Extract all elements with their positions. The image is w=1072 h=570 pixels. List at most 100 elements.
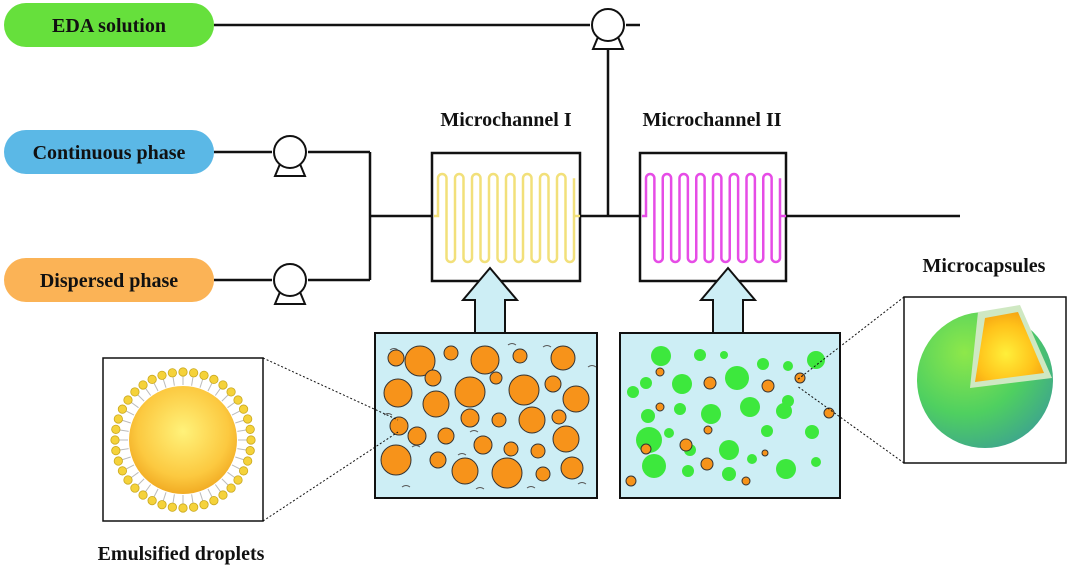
microcapsule	[719, 440, 739, 460]
surfactant-head	[123, 395, 133, 405]
surfactant-head	[130, 483, 140, 493]
droplet	[552, 425, 580, 453]
microcapsule	[720, 351, 728, 359]
microchannel-1-title: Microchannel I	[440, 109, 572, 131]
surfactant-head	[167, 368, 177, 378]
droplet	[424, 369, 442, 387]
surfactant-head	[189, 368, 199, 378]
surfactant-tail	[231, 464, 241, 470]
microcapsule	[651, 346, 671, 366]
microcapsule	[761, 425, 773, 437]
dispersed-label: Dispersed phase	[40, 270, 178, 292]
surfactant-tail	[125, 464, 135, 470]
input-continuous-phase: Continuous phase	[4, 130, 214, 174]
surfactant-head	[130, 387, 140, 397]
surfactant-head	[138, 380, 148, 390]
surfactant-head	[199, 370, 209, 380]
microcapsule	[694, 349, 706, 361]
surfactant-tail	[199, 378, 204, 388]
surfactant-head	[147, 495, 157, 506]
droplet	[530, 443, 546, 459]
surfactant-mark	[389, 348, 399, 351]
surfactant-tail	[199, 492, 204, 502]
surfactant-tail	[162, 378, 167, 388]
surfactant-tail	[207, 382, 213, 392]
surfactant-head	[226, 387, 236, 397]
droplet	[443, 345, 459, 361]
microcapsule	[682, 465, 694, 477]
surfactant-tail	[231, 410, 241, 416]
surfactant-head	[246, 435, 256, 445]
droplet	[761, 449, 769, 457]
surfactant-tail	[235, 419, 245, 424]
surfactant-tail	[144, 484, 152, 493]
surfactant-tail	[125, 410, 135, 416]
surfactant-mark	[469, 430, 479, 433]
microcapsule	[805, 425, 819, 439]
droplet	[383, 378, 413, 408]
input-dispersed-phase: Dispersed phase	[4, 258, 214, 302]
arrow-up-icon	[460, 266, 520, 338]
microcapsule	[627, 386, 639, 398]
surfactant-head	[245, 424, 255, 434]
droplet	[503, 441, 519, 457]
surfactant-head	[147, 374, 157, 385]
droplet	[794, 372, 806, 384]
microcapsule	[664, 428, 674, 438]
eda-pill	[4, 3, 214, 47]
droplet	[460, 408, 480, 428]
continuous-pill	[4, 130, 214, 174]
microchannel-1-serpentine	[434, 172, 580, 264]
droplet	[518, 406, 546, 434]
surfactant-tail	[130, 471, 139, 479]
surfactant-mark	[475, 487, 485, 490]
microcapsule	[640, 377, 652, 389]
surfactant-head	[113, 456, 123, 466]
surfactant-mark	[457, 453, 467, 456]
droplet	[489, 371, 503, 385]
surfactant-tail	[137, 478, 145, 486]
droplet	[454, 376, 486, 408]
droplet	[560, 456, 584, 480]
droplet	[761, 379, 775, 393]
microcapsule	[807, 351, 825, 369]
droplet	[535, 466, 551, 482]
droplet	[679, 438, 693, 452]
surfactant-head	[157, 500, 167, 510]
eda-label: EDA solution	[52, 15, 166, 37]
surfactant-head	[167, 502, 177, 512]
surfactant-head	[233, 475, 243, 485]
microcapsule	[701, 404, 721, 424]
surfactant-head	[226, 483, 236, 493]
microcapsule	[642, 454, 666, 478]
microcapsule	[725, 366, 749, 390]
capsules-caption: Microcapsules	[923, 255, 1046, 277]
pump-icon	[591, 8, 625, 50]
droplet	[387, 349, 405, 367]
surfactant-head	[209, 374, 219, 385]
surfactant-tail	[214, 484, 222, 493]
surfactant-head	[111, 446, 121, 456]
surfactant-tail	[119, 448, 129, 451]
surfactant-head	[199, 500, 209, 510]
microcapsule	[757, 358, 769, 370]
surfactant-tail	[214, 387, 222, 396]
droplet	[451, 457, 479, 485]
surfactant-tail	[235, 456, 245, 461]
droplet	[700, 457, 714, 471]
pump-icon	[273, 135, 307, 177]
callout-line	[796, 296, 905, 381]
droplet	[741, 476, 751, 486]
surfactant-tail	[153, 488, 159, 498]
surfactant-tail	[137, 394, 145, 402]
capsule-core	[975, 312, 1044, 382]
microcapsule	[740, 397, 760, 417]
surfactant-mark	[411, 445, 421, 448]
microcapsule	[641, 409, 655, 423]
droplet	[404, 345, 436, 377]
droplet	[562, 385, 590, 413]
droplet	[429, 451, 447, 469]
surfactant-tail	[221, 478, 229, 486]
surfactant-head	[243, 456, 253, 466]
